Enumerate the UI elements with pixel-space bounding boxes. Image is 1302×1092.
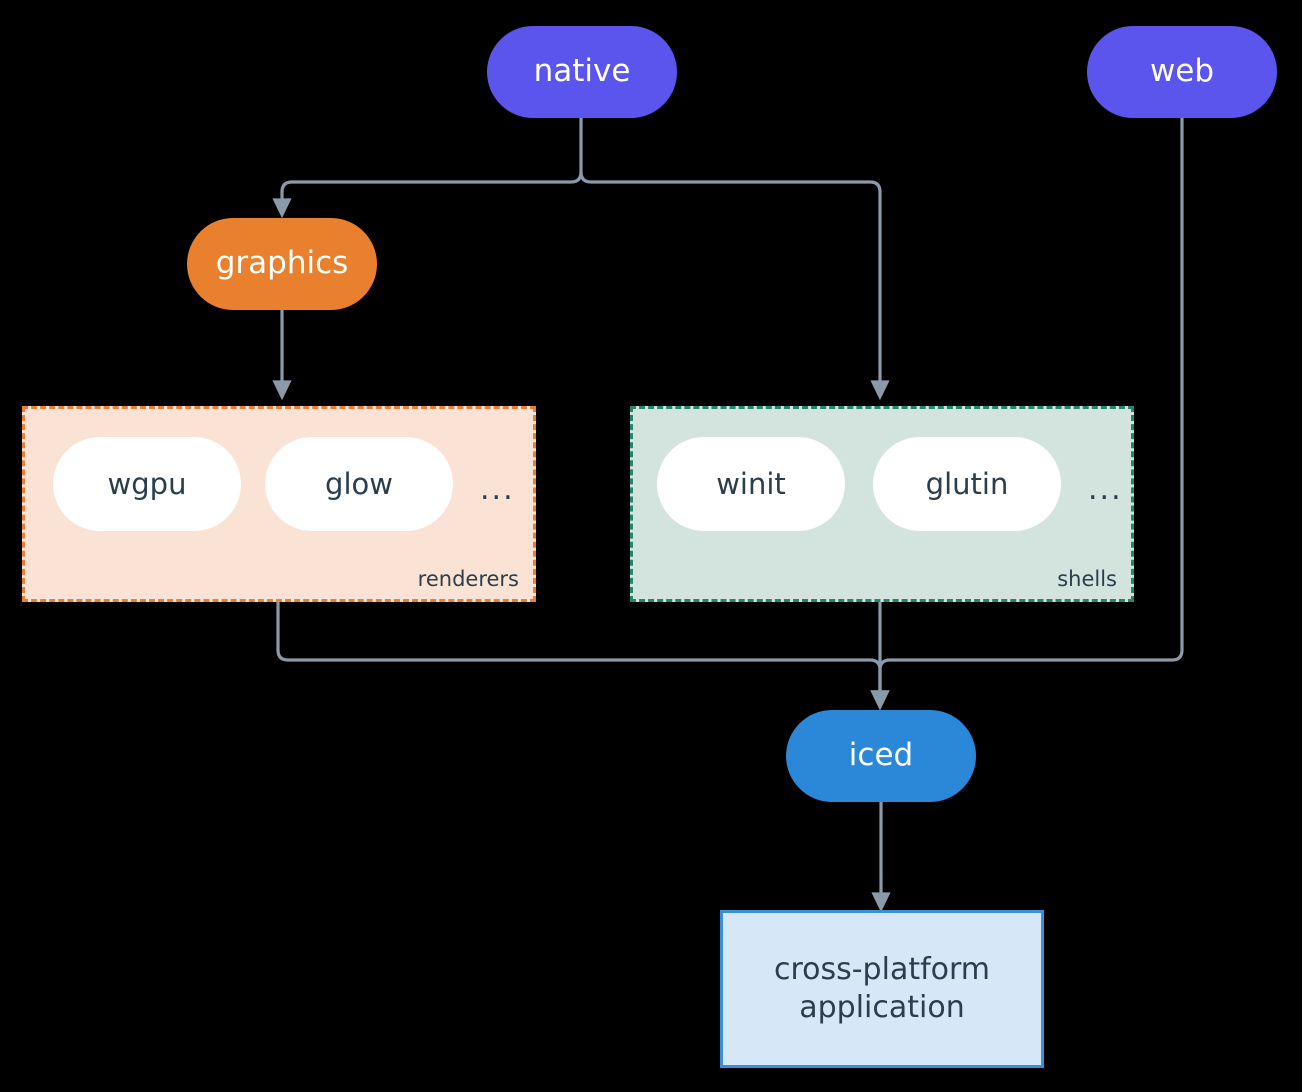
node-native-label: native (533, 53, 631, 90)
node-web-label: web (1149, 53, 1215, 90)
group-renderers: wgpu glow ... renderers (22, 406, 536, 602)
edge-renderers-iced (276, 602, 890, 711)
edge-native-shells (579, 171, 890, 401)
pill-wgpu[interactable]: wgpu (53, 437, 241, 531)
shells-more-ellipsis: ... (1088, 472, 1123, 507)
node-application-line2: application (799, 990, 965, 1025)
node-application[interactable]: cross-platform application (720, 910, 1044, 1068)
node-graphics-label: graphics (215, 245, 349, 282)
group-shells-label: shells (1057, 567, 1117, 591)
node-native[interactable]: native (487, 26, 677, 118)
group-shells: winit glutin ... shells (630, 406, 1134, 602)
node-graphics[interactable]: graphics (187, 218, 377, 310)
node-iced[interactable]: iced (786, 710, 976, 802)
pill-glow-label: glow (325, 467, 393, 501)
group-renderers-label: renderers (417, 567, 519, 591)
node-iced-label: iced (848, 737, 914, 774)
renderers-more-ellipsis: ... (480, 472, 515, 507)
node-web[interactable]: web (1087, 26, 1277, 118)
pill-winit-label: winit (716, 467, 786, 501)
pill-glow[interactable]: glow (265, 437, 453, 531)
pill-winit[interactable]: winit (657, 437, 845, 531)
pill-glutin[interactable]: glutin (873, 437, 1061, 531)
pill-glutin-label: glutin (925, 467, 1009, 501)
pill-wgpu-label: wgpu (107, 467, 187, 501)
edge-native-bus (272, 118, 583, 219)
node-application-line1: cross-platform (773, 951, 991, 987)
